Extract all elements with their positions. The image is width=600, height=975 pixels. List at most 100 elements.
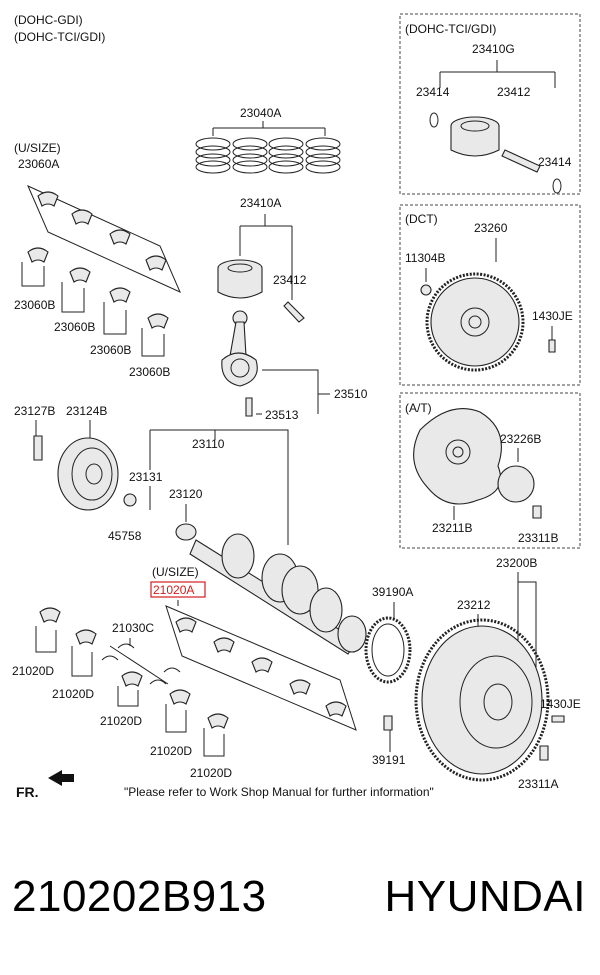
adapter-plate-icon [497, 465, 535, 503]
label-23412-b: 23412 [273, 273, 307, 287]
highlight-box-21020A [150, 581, 206, 598]
tci-gdi-box [399, 13, 581, 195]
label-23060B-3: 23060B [90, 343, 131, 357]
label-23412-a: 23412 [497, 85, 531, 99]
leader-23110 [149, 429, 289, 545]
flywheel-icon [414, 618, 550, 782]
label-23513: 23513 [265, 408, 299, 422]
label-23510: 23510 [334, 387, 368, 401]
key-icon [123, 493, 137, 507]
label-23410A: 23410A [240, 196, 281, 210]
label-23226B: 23226B [500, 432, 541, 446]
usize-label-1: (U/SIZE) [14, 141, 61, 155]
label-23211B: 23211B [432, 521, 472, 535]
label-23124B: 23124B [66, 404, 107, 418]
label-23060B-4: 23060B [129, 365, 170, 379]
variant-label-tci-gdi: (DOHC-TCI/GDI) [14, 30, 105, 44]
label-23311B: 23311B [518, 531, 558, 545]
leader-23040A [212, 121, 326, 136]
crankshaft-icon [189, 533, 367, 655]
label-23212: 23212 [457, 598, 491, 612]
leader-keys [149, 486, 187, 522]
label-23060B-2: 23060B [54, 320, 95, 334]
connecting-rod-icon [221, 310, 258, 387]
piston-icon [217, 259, 263, 299]
snap-ring-icon [552, 178, 562, 194]
leader-23200B [517, 572, 537, 700]
brand-name: HYUNDAI [384, 872, 586, 921]
drive-plate-icon [413, 408, 502, 505]
bearing-set-outline [27, 185, 181, 293]
thrust-washers-icon [101, 643, 181, 685]
label-23110: 23110 [192, 437, 225, 451]
snap-ring-icon [429, 112, 439, 128]
label-39190A: 39190A [372, 585, 413, 599]
leader-23410A [239, 214, 293, 300]
part-number: 210202B913 [12, 872, 267, 921]
bolt-icon [539, 745, 549, 761]
label-23410G: 23410G [472, 42, 515, 56]
pulley-bolt-icon [33, 435, 43, 461]
leader-21020D-2 [71, 646, 93, 677]
label-39191: 39191 [372, 753, 406, 767]
crank-pulley-icon [57, 437, 119, 511]
label-23200B: 23200B [496, 556, 537, 570]
label-21020D-1: 21020D [12, 664, 54, 678]
label-23311A: 23311A [518, 777, 558, 791]
label-23060A: 23060A [18, 157, 59, 171]
at-box [399, 392, 581, 549]
rod-bolt-icon [245, 397, 253, 417]
dowel-pin-icon [551, 715, 565, 723]
label-21030C: 21030C [112, 621, 154, 635]
label-23120: 23120 [169, 487, 203, 501]
label-23414-b: 23414 [538, 155, 572, 169]
leader-pulley [35, 420, 91, 440]
at-box-title: (A/T) [405, 401, 432, 415]
leader-21020D-3 [117, 686, 139, 707]
dowel-pin-icon [548, 339, 556, 353]
label-21020A: 21020A [153, 583, 194, 597]
tone-wheel-icon [364, 616, 412, 684]
label-23131: 23131 [129, 470, 163, 484]
label-23260: 23260 [474, 221, 508, 235]
leader-21020D-4 [165, 704, 187, 733]
dct-box-title: (DCT) [405, 212, 438, 226]
label-45758: 45758 [108, 529, 142, 543]
leader-23060B-3 [103, 302, 127, 335]
sprocket-icon [175, 523, 197, 541]
rod-bearing-shells-icon [27, 191, 169, 329]
front-direction-label: FR. [16, 784, 39, 800]
main-bearing-set-outline [165, 600, 357, 731]
leader-23410G [439, 60, 556, 88]
leader-21020D-1 [35, 626, 57, 653]
label-1430JE-b: 1430JE [540, 697, 581, 711]
leader-23510 [262, 369, 330, 414]
label-11304B: 11304B [405, 251, 445, 265]
label-21020D-4: 21020D [150, 744, 192, 758]
leader-23060B-1 [21, 262, 45, 287]
bolt-icon [532, 505, 542, 519]
label-21020D-5: 21020D [190, 766, 232, 780]
label-23060B-1: 23060B [14, 298, 55, 312]
dct-box [399, 204, 581, 386]
flywheel-dct-icon [425, 272, 525, 372]
piston-tci-icon [450, 116, 500, 157]
tci-gdi-box-title: (DOHC-TCI/GDI) [405, 22, 496, 36]
main-bearing-shells-icon [39, 607, 347, 729]
variant-label-gdi: (DOHC-GDI) [14, 13, 83, 27]
label-23040A: 23040A [240, 106, 281, 120]
reference-note: "Please refer to Work Shop Manual for fu… [124, 785, 434, 799]
front-arrow-icon [48, 770, 74, 786]
leader-23060B-4 [141, 328, 165, 357]
piston-pin-icon [283, 301, 305, 323]
leader-21020D-5 [203, 728, 225, 757]
label-23127B: 23127B [14, 404, 55, 418]
piston-rings-icon [195, 137, 341, 174]
bolt-icon [383, 715, 393, 731]
pilot-bearing-icon [420, 284, 432, 296]
leader-23060B-2 [61, 282, 85, 313]
label-21020D-3: 21020D [100, 714, 142, 728]
label-1430JE-a: 1430JE [532, 309, 573, 323]
label-23414-a: 23414 [416, 85, 450, 99]
label-21020D-2: 21020D [52, 687, 94, 701]
